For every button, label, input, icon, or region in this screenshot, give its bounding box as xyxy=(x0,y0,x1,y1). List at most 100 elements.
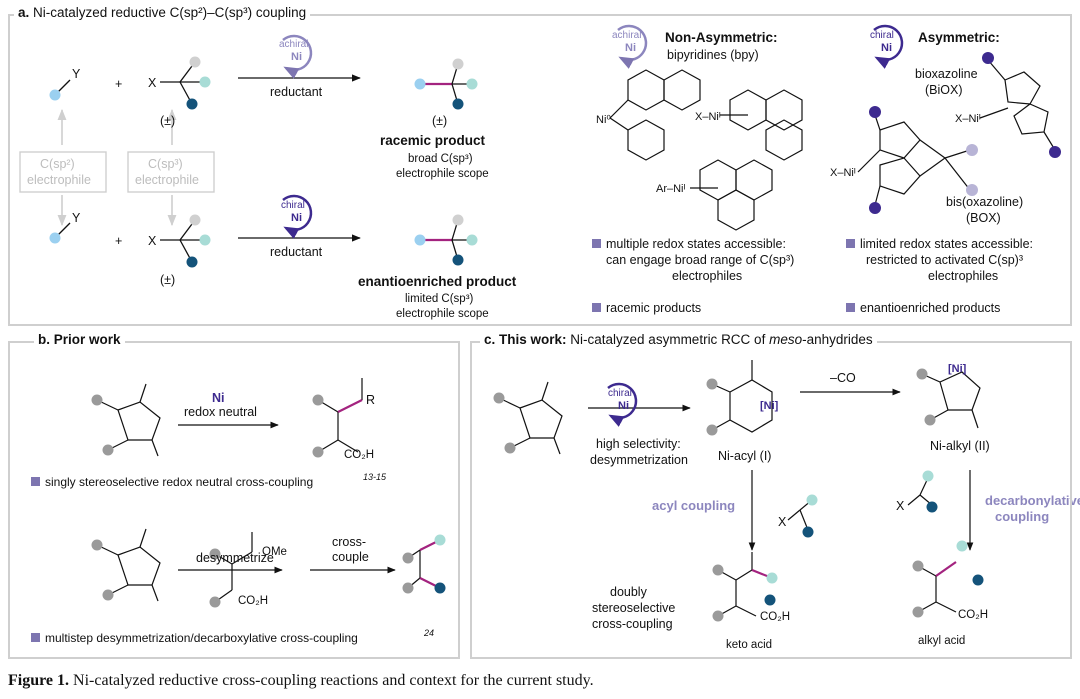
this-work-ni-label: Ni xyxy=(618,400,629,412)
product-note-4: electrophile scope xyxy=(396,308,489,320)
non-asym-bullet2: racemic products xyxy=(606,301,701,315)
box-label: bis(oxazoline) xyxy=(946,195,1023,209)
biox-complex-metal: X–Niᴵ xyxy=(955,113,981,125)
prior-bullet2: multistep desymmetrization/decarboxylati… xyxy=(45,631,358,645)
badge-ni-label: Ni xyxy=(625,42,636,54)
selectivity-line1: high selectivity: xyxy=(596,437,681,451)
reagent-x-label-2: X xyxy=(148,234,157,248)
bullet-square xyxy=(846,303,855,312)
prior-intermediate-ester: OMe xyxy=(262,546,287,558)
racemic-mark-2: (±) xyxy=(160,273,175,287)
bpy-complex3-metal: Ar–Niᴵ xyxy=(656,183,686,195)
panel-b xyxy=(8,341,460,659)
panel-b-title: b. Prior work xyxy=(34,332,125,347)
decarb-coupling-line1: decarbonylative xyxy=(985,493,1080,508)
sp3-label: C(sp³) xyxy=(148,157,183,171)
bullet-square xyxy=(31,477,40,486)
plus-sign: + xyxy=(115,77,122,91)
panel-a-title: a. Ni-catalyzed reductive C(sp²)–C(sp³) … xyxy=(14,5,311,20)
panel-a xyxy=(8,14,1072,326)
sp2-label: C(sp²) xyxy=(40,157,75,171)
asym-bullet1-line2: restricted to activated C(sp)³ xyxy=(866,253,1023,267)
bpy-complex2-metal: X–Niᴵ xyxy=(695,111,721,123)
this-work-chiral-label: chiral xyxy=(608,388,632,399)
asym-bullet1-line3: electrophiles xyxy=(928,269,998,283)
product-note-1: broad C(sp³) xyxy=(408,153,473,165)
alkyl-acid-label: alkyl acid xyxy=(918,635,965,647)
bpy-complex1-metal: Ni⁰ xyxy=(596,114,611,126)
non-asym-bullet1-line3: electrophiles xyxy=(672,269,742,283)
catalyst-achiral-label: achiral xyxy=(279,39,308,50)
panel-c-atoms xyxy=(493,368,984,622)
catalyst-chiral-label: chiral xyxy=(281,200,305,211)
asymmetric-title: Asymmetric: xyxy=(918,30,1000,45)
chiral-ni-badge-icon xyxy=(873,24,904,69)
prior-product-r: R xyxy=(366,393,375,407)
badge-achiral-label: achiral xyxy=(612,30,641,41)
doubly-line2: stereoselective xyxy=(592,601,675,615)
catalyst-ni-label-2: Ni xyxy=(291,212,302,224)
sp2-electrophile-label: electrophile xyxy=(27,173,91,187)
enantioenriched-product-title: enantioenriched product xyxy=(358,274,517,289)
prior-step2-line2: couple xyxy=(332,550,369,564)
prior-bullet1-ref: 13-15 xyxy=(363,472,387,482)
non-asym-bullet1-line2: can engage broad range of C(sp³) xyxy=(606,253,794,267)
biox-abbrev: (BiOX) xyxy=(925,83,963,97)
ni-acyl-metal: [Ni] xyxy=(760,400,779,412)
plus-sign-2: + xyxy=(115,234,122,248)
badge-ni-label-2: Ni xyxy=(881,42,892,54)
box-ligand-drawing xyxy=(857,59,1056,206)
ni-alkyl-label: Ni-alkyl (II) xyxy=(930,439,990,453)
product-note-3: limited C(sp³) xyxy=(405,293,474,305)
bullet-square xyxy=(31,633,40,642)
chiral-ni-icon xyxy=(282,194,313,239)
prior-product-acid: CO₂H xyxy=(344,449,374,461)
ni-acyl-label: Ni-acyl (I) xyxy=(718,449,771,463)
doubly-line3: cross-coupling xyxy=(592,617,673,631)
catalyst-ni-label: Ni xyxy=(291,51,302,63)
panel-c-drawing xyxy=(498,360,981,617)
bullet-square xyxy=(846,239,855,248)
prior-bullet2-ref: 24 xyxy=(423,628,434,638)
prior-catalyst-ni: Ni xyxy=(212,391,225,405)
racemic-product-title: racemic product xyxy=(380,133,486,148)
achiral-ni-badge-icon xyxy=(617,24,648,69)
sp3-electrophile-label: electrophile xyxy=(135,173,199,187)
doubly-line1: doubly xyxy=(610,585,648,599)
panel-c xyxy=(470,341,1072,659)
prior-step2-line1: cross- xyxy=(332,535,366,549)
bpy-complex-drawing xyxy=(609,69,803,231)
biox-label: bioxazoline xyxy=(915,67,978,81)
product-note-2: electrophile scope xyxy=(396,168,489,180)
panel-c-title: c. This work: Ni-catalyzed asymmetric RC… xyxy=(480,332,877,347)
decarbonylation-label: –CO xyxy=(830,371,856,385)
acyl-coupling-label: acyl coupling xyxy=(652,498,735,513)
bullet-square xyxy=(592,239,601,248)
ni-alkyl-metal: [Ni] xyxy=(948,363,967,375)
alkyl-x-label: X xyxy=(896,499,905,513)
reagent-y-label-2: Y xyxy=(72,211,81,225)
panel-b-atoms xyxy=(91,394,446,608)
arrow-reductant-label: reductant xyxy=(270,85,323,99)
badge-chiral-label: chiral xyxy=(870,30,894,41)
non-asymmetric-title: Non-Asymmetric: xyxy=(665,30,778,45)
box-abbrev: (BOX) xyxy=(966,211,1001,225)
product-racemic-mark: (±) xyxy=(432,114,447,128)
non-asym-bullet1-line1: multiple redox states accessible: xyxy=(606,237,786,251)
prior-bullet1: singly stereoselective redox neutral cro… xyxy=(45,475,313,489)
chiral-ni-catalyst-icon xyxy=(607,382,638,427)
acyl-x-label: X xyxy=(778,515,787,529)
non-asymmetric-subtitle: bipyridines (bpy) xyxy=(667,48,759,62)
prior-step1: desymmetrize xyxy=(196,551,274,565)
prior-intermediate-acid: CO₂H xyxy=(238,595,268,607)
racemic-mark: (±) xyxy=(160,114,175,128)
arrow-reductant-label-2: reductant xyxy=(270,245,323,259)
prior-condition: redox neutral xyxy=(184,405,257,419)
keto-acid-group: CO₂H xyxy=(760,611,790,623)
box-complex-metal: X–Niᴵ xyxy=(830,167,856,179)
bullet-square xyxy=(592,303,601,312)
asym-bullet2: enantioenriched products xyxy=(860,301,1000,315)
figure-caption: Figure 1. Ni-catalyzed reductive cross-c… xyxy=(8,672,594,689)
reagent-y-label: Y xyxy=(72,67,81,81)
